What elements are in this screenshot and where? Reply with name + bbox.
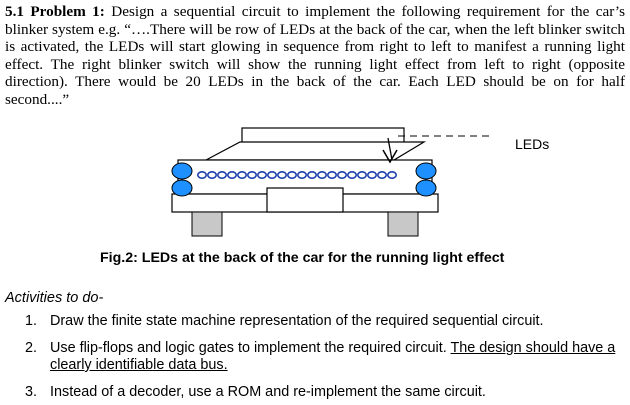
activity-text: Use flip-flops and logic gates to implem… xyxy=(50,340,626,374)
right-blinker-lower xyxy=(415,179,437,197)
led xyxy=(227,170,238,179)
right-wheel xyxy=(387,211,419,237)
license-plate xyxy=(266,187,344,213)
right-blinker-upper xyxy=(415,162,437,180)
led xyxy=(317,170,328,179)
activity-number: 1. xyxy=(25,313,38,329)
led xyxy=(297,170,308,179)
figure-caption: Fig.2: LEDs at the back of the car for t… xyxy=(100,250,505,266)
activity-number: 3. xyxy=(25,384,38,400)
activity-text: Instead of a decoder, use a ROM and re-i… xyxy=(50,384,486,400)
car-rear-illustration: LEDs xyxy=(171,127,549,237)
left-blinker-upper xyxy=(171,162,193,180)
activity-number: 2. xyxy=(25,340,38,356)
led xyxy=(387,170,398,179)
left-blinker-lower xyxy=(171,179,193,197)
leds-label: LEDs xyxy=(515,136,549,152)
problem-text: Design a sequential circuit to implement… xyxy=(5,3,625,108)
led xyxy=(377,170,388,179)
leds-pointer xyxy=(387,137,393,161)
led xyxy=(287,170,298,179)
left-wheel xyxy=(191,211,223,237)
led xyxy=(277,170,288,179)
leds-pointer-arrowhead xyxy=(382,149,398,164)
problem-statement: 5.1 Problem 1: Design a sequential circu… xyxy=(5,3,625,108)
led xyxy=(216,170,227,179)
led xyxy=(247,170,258,179)
led xyxy=(237,170,248,179)
car-rear-figure: LEDs xyxy=(160,122,560,242)
activities-heading: Activities to do- xyxy=(5,290,104,306)
activity-text: Draw the finite state machine representa… xyxy=(50,313,544,329)
led xyxy=(347,170,358,179)
activity-text-plain: Use flip-flops and logic gates to implem… xyxy=(50,340,447,356)
led xyxy=(357,170,368,179)
led xyxy=(257,170,268,179)
led-row xyxy=(196,170,398,179)
led xyxy=(206,170,217,179)
problem-heading: 5.1 Problem 1: xyxy=(5,3,105,20)
activity-text-underlined: The design should have a clearly identif… xyxy=(50,340,616,373)
led xyxy=(267,170,278,179)
led xyxy=(367,170,378,179)
led xyxy=(196,170,207,179)
led xyxy=(337,170,348,179)
led xyxy=(327,170,338,179)
led xyxy=(307,170,318,179)
